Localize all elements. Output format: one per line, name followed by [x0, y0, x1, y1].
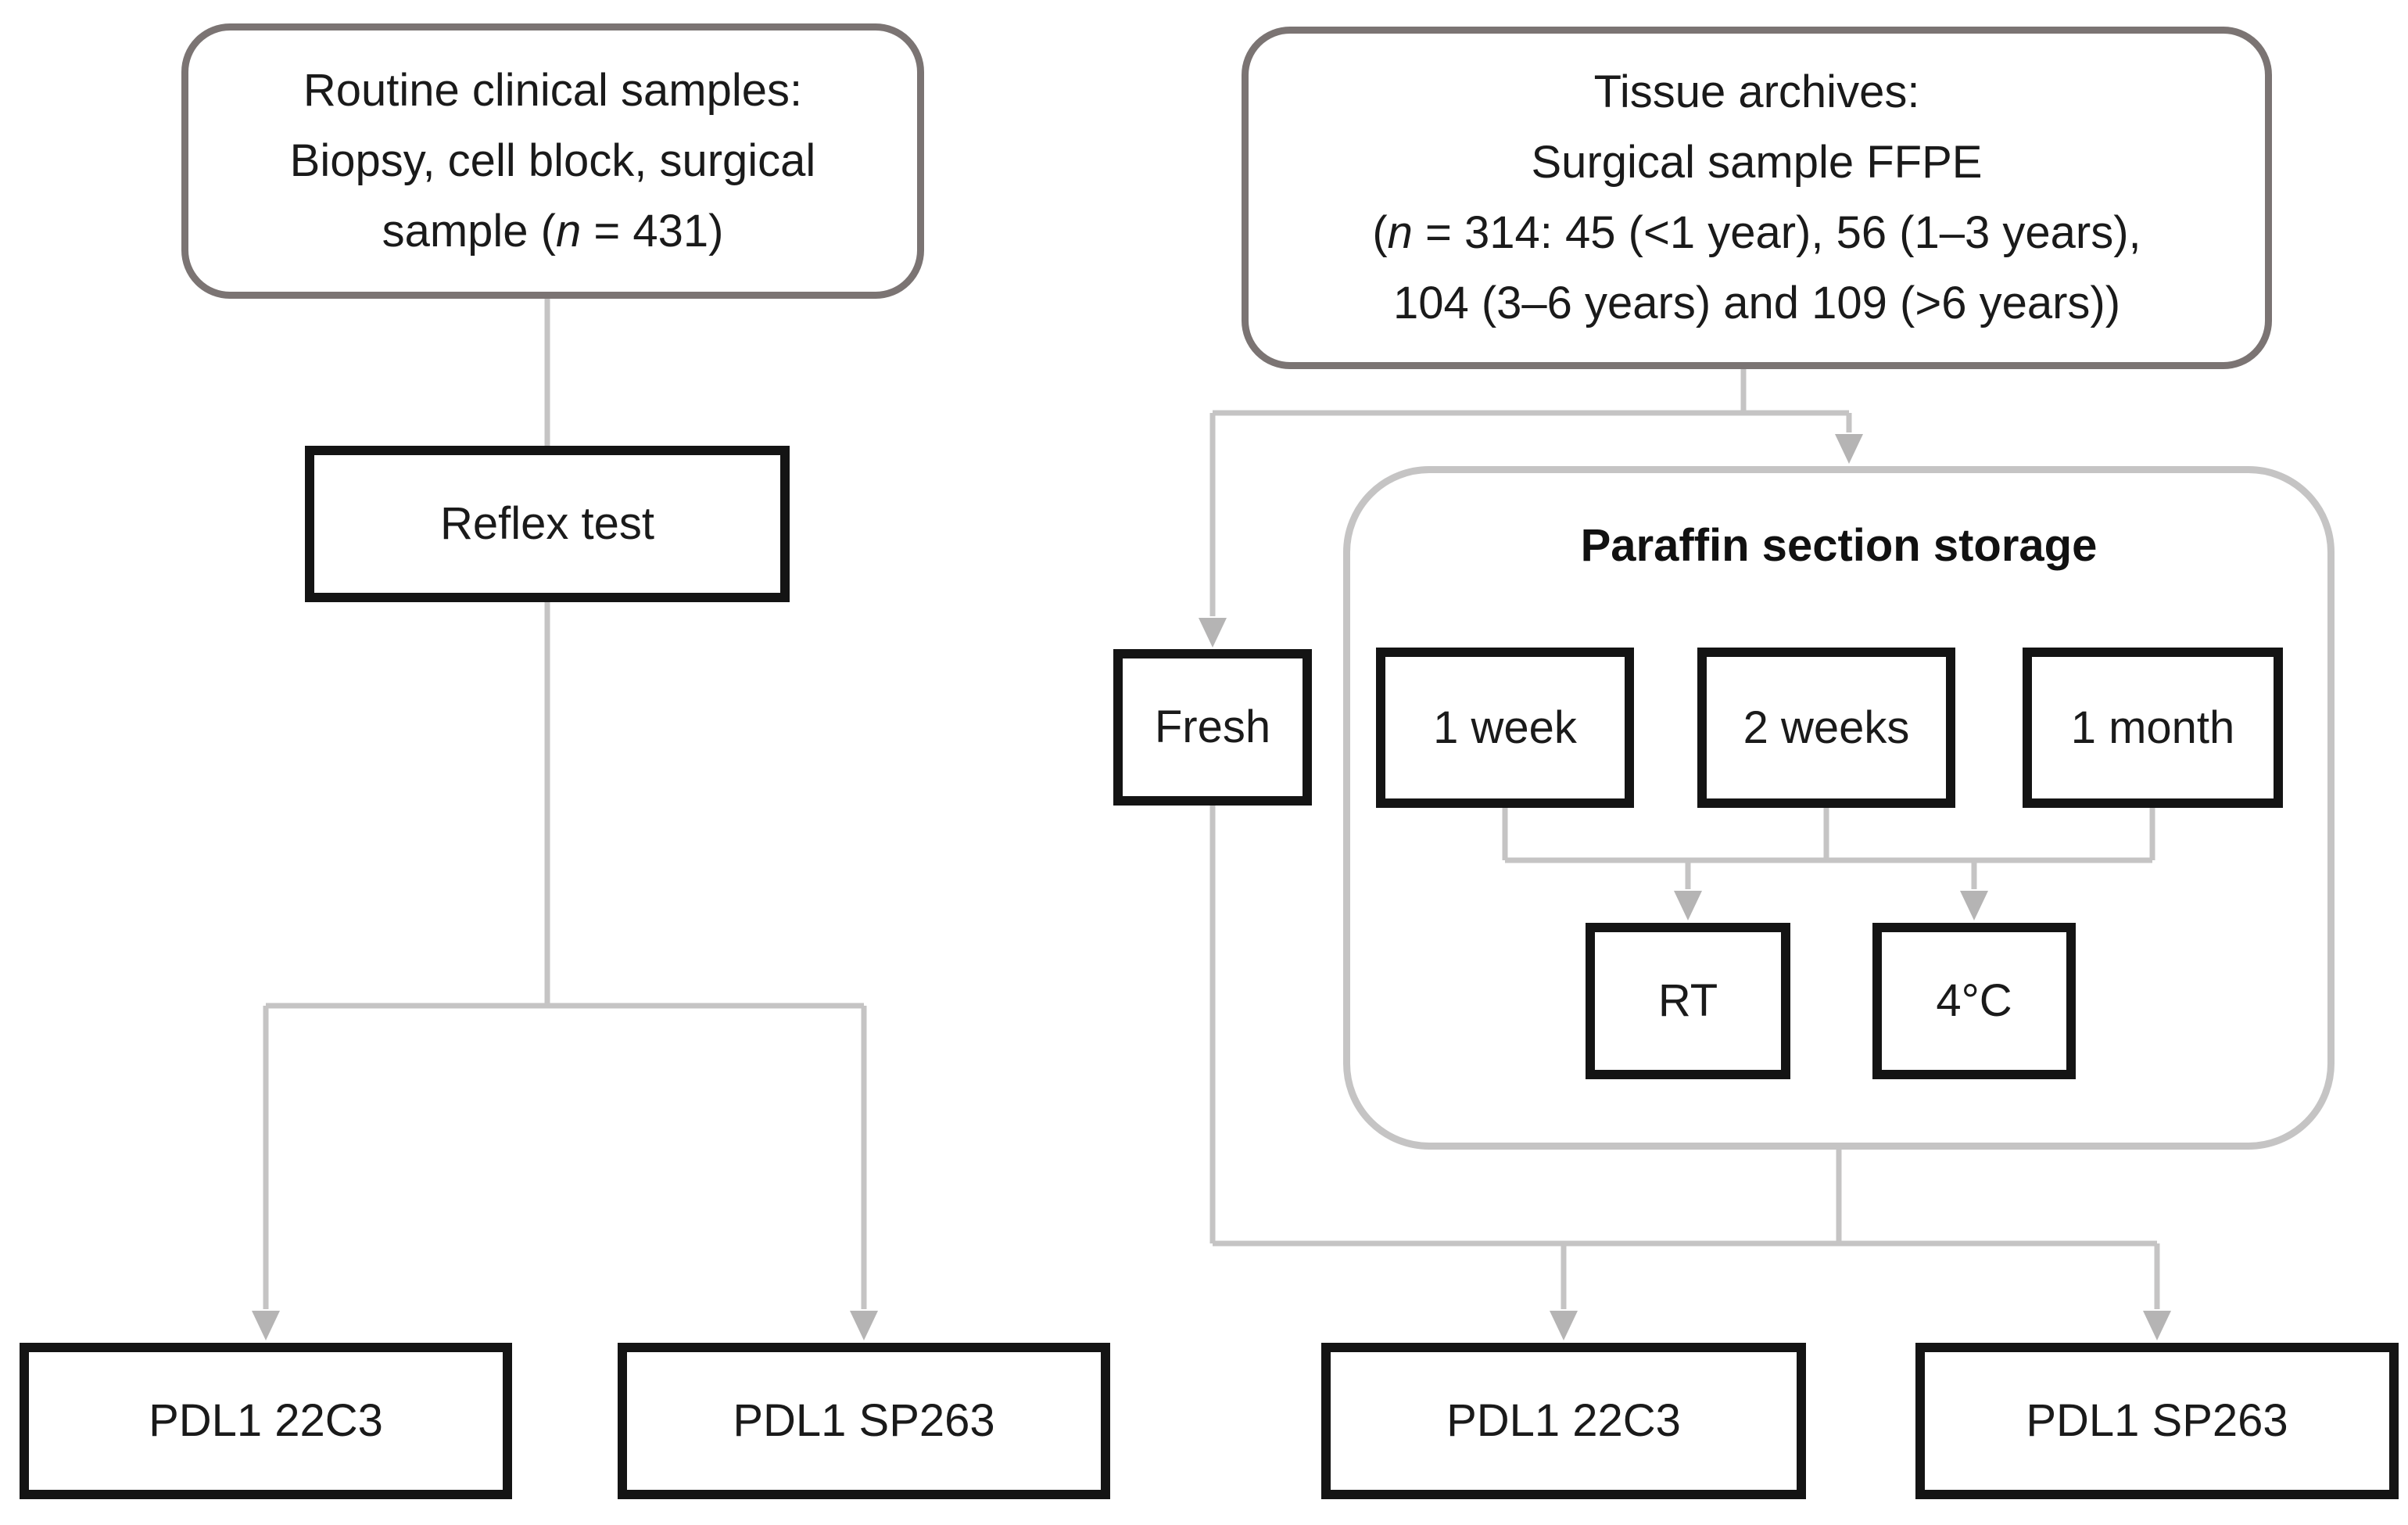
one-month-box: 1 month — [2023, 648, 2283, 808]
arrowhead-fresh — [1199, 618, 1227, 648]
routine-samples-line3: sample (n = 431) — [382, 205, 724, 257]
tissue-archives-line3: (n = 314: 45 (<1 year), 56 (1–3 years), — [1372, 207, 2141, 258]
pdl1-sp263-label-left: PDL1 SP263 — [733, 1395, 995, 1447]
routine-samples-line1: Routine clinical samples: — [303, 65, 803, 117]
rt-label: RT — [1657, 975, 1718, 1027]
pdl1-sp263-label-right: PDL1 SP263 — [2026, 1395, 2288, 1447]
paraffin-storage-container — [1343, 466, 2335, 1150]
one-week-box: 1 week — [1376, 648, 1634, 808]
reflex-test-label: Reflex test — [440, 498, 654, 550]
paraffin-storage-title: Paraffin section storage — [1580, 520, 2098, 571]
arrowhead-left-sp263 — [850, 1311, 878, 1340]
tissue-archives-line2: Surgical sample FFPE — [1531, 137, 1983, 188]
pdl1-22c3-box-right: PDL1 22C3 — [1321, 1343, 1806, 1499]
arrowhead-4c — [1960, 891, 1988, 920]
one-week-label: 1 week — [1433, 702, 1577, 753]
tissue-archives-box: Tissue archives: Surgical sample FFPE (n… — [1242, 27, 2272, 369]
rt-box: RT — [1586, 923, 1790, 1079]
four-degrees-label: 4°C — [1936, 975, 2012, 1027]
pdl1-sp263-box-right: PDL1 SP263 — [1915, 1343, 2399, 1499]
arrowheads — [252, 434, 2171, 1340]
two-weeks-box: 2 weeks — [1697, 648, 1955, 808]
routine-samples-line2: Biopsy, cell block, surgical — [289, 135, 816, 187]
routine-samples-box: Routine clinical samples: Biopsy, cell b… — [181, 23, 924, 299]
one-month-label: 1 month — [2070, 702, 2235, 753]
arrowhead-rt — [1674, 891, 1702, 920]
four-degrees-box: 4°C — [1872, 923, 2076, 1079]
pdl1-sp263-box-left: PDL1 SP263 — [618, 1343, 1110, 1499]
arrowhead-right-22c3 — [1550, 1311, 1578, 1340]
reflex-test-box: Reflex test — [305, 446, 790, 602]
tissue-archives-line1: Tissue archives: — [1593, 66, 1920, 118]
arrowhead-left-22c3 — [252, 1311, 280, 1340]
arrowhead-right-sp263 — [2143, 1311, 2171, 1340]
pdl1-22c3-box-left: PDL1 22C3 — [20, 1343, 512, 1499]
fresh-box: Fresh — [1113, 649, 1312, 806]
arrowhead-container — [1835, 434, 1863, 464]
two-weeks-label: 2 weeks — [1743, 702, 1910, 753]
tissue-archives-line4: 104 (3–6 years) and 109 (>6 years)) — [1392, 277, 2121, 328]
pdl1-22c3-label-right: PDL1 22C3 — [1446, 1395, 1681, 1447]
pdl1-22c3-label-left: PDL1 22C3 — [149, 1395, 383, 1447]
fresh-label: Fresh — [1154, 702, 1271, 753]
